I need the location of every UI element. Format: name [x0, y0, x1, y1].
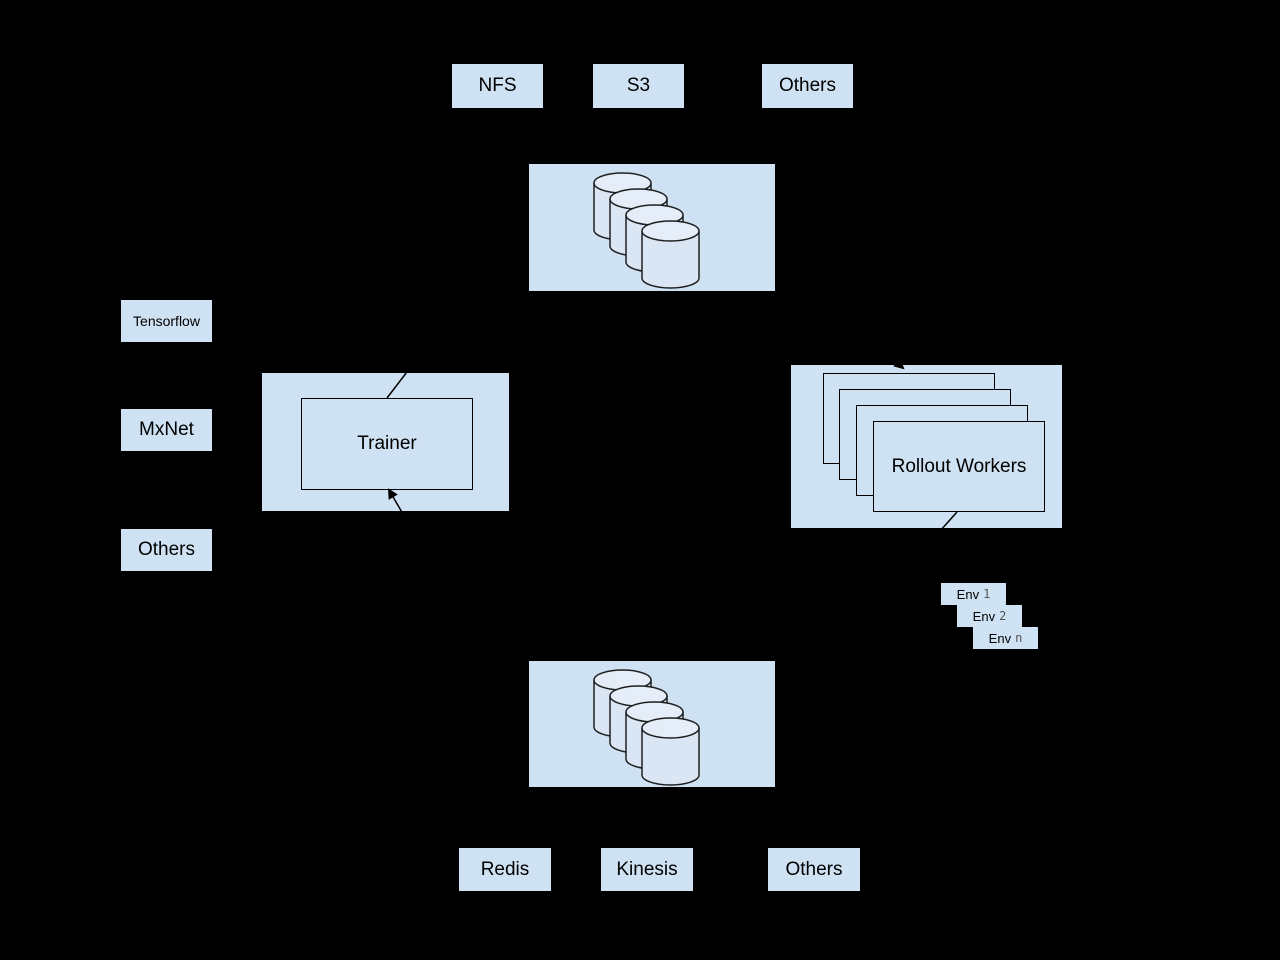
node-env-1: Env 1: [941, 583, 1006, 605]
env-label: Env: [972, 608, 996, 624]
node-kinesis: Kinesis: [601, 848, 693, 891]
node-mxnet: MxNet: [121, 409, 212, 451]
database-cylinders-icon: [593, 669, 700, 786]
node-storage-others: Others: [762, 64, 853, 108]
node-s3: S3: [593, 64, 684, 108]
experience-store-panel: [529, 661, 775, 787]
node-framework-others: Others: [121, 529, 212, 571]
rollout-workers-panel: Rollout Workers: [791, 365, 1062, 528]
node-nfs: NFS: [452, 64, 543, 108]
node-redis: Redis: [459, 848, 551, 891]
node-tensorflow: Tensorflow: [121, 300, 212, 342]
node-env-2: Env 2: [957, 605, 1022, 627]
trainer-panel: Trainer: [262, 373, 509, 511]
model-store-panel: [529, 164, 775, 291]
env-index: 2: [999, 609, 1007, 623]
env-index: n: [1015, 631, 1023, 645]
node-env-n: Env n: [973, 627, 1038, 649]
env-label: Env: [988, 630, 1012, 646]
rollout-workers-node: Rollout Workers: [873, 421, 1045, 512]
node-queue-others: Others: [768, 848, 860, 891]
env-label: Env: [956, 586, 980, 602]
database-cylinders-icon: [593, 172, 700, 289]
env-index: 1: [983, 587, 991, 601]
trainer-node: Trainer: [301, 398, 473, 490]
